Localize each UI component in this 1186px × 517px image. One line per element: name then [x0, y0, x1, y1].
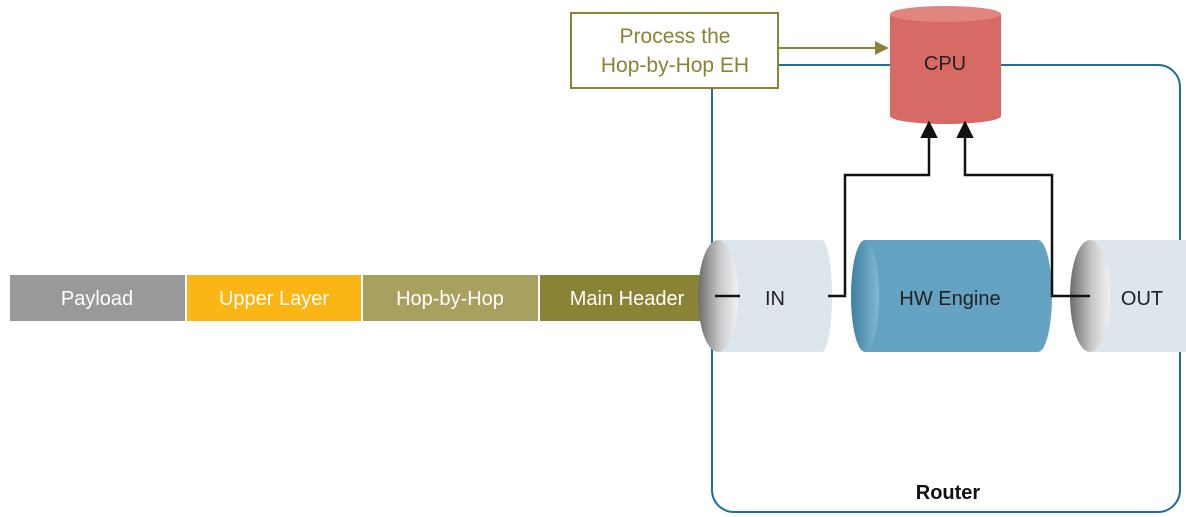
out-to-cpu-arrow — [956, 120, 1090, 298]
cpu-top — [890, 6, 1001, 22]
packet-segment-upper-layer — [187, 275, 361, 321]
packet: Payload Upper Layer Hop-by-Hop Main Head… — [10, 275, 715, 321]
packet-segment-main-header — [540, 275, 715, 321]
out-port: OUT — [1070, 240, 1186, 352]
in-to-cpu-arrow — [828, 120, 938, 298]
callout-line-2: Hop-by-Hop EH — [601, 54, 749, 77]
callout: Process the Hop-by-Hop EH — [570, 12, 889, 89]
callout-line-1: Process the — [620, 25, 731, 48]
router-label: Router — [916, 482, 981, 504]
hw-engine-left-cap — [851, 240, 879, 352]
cpu: CPU — [890, 6, 1001, 124]
packet-segment-label: Upper Layer — [219, 288, 329, 310]
packet-segment-payload — [10, 275, 185, 321]
hw-engine-label: HW Engine — [899, 288, 1000, 310]
cpu-bottom — [890, 108, 1001, 124]
out-port-label: OUT — [1121, 288, 1163, 310]
cpu-body — [890, 14, 1001, 116]
packet-segment-label: Main Header — [570, 288, 685, 310]
packet-segment-label: Hop-by-Hop — [396, 288, 504, 310]
hw-engine-body — [865, 240, 1038, 352]
hw-engine-right-cap — [1024, 240, 1052, 352]
cpu-label: CPU — [924, 53, 966, 75]
connections — [715, 120, 1090, 298]
callout-box — [570, 12, 779, 89]
hw-engine: HW Engine — [851, 240, 1052, 352]
packet-segment-hop-by-hop — [363, 275, 538, 321]
in-port-label: IN — [765, 288, 785, 310]
packet-segment-label: Payload — [61, 288, 133, 310]
in-port-right-cap — [812, 240, 832, 352]
